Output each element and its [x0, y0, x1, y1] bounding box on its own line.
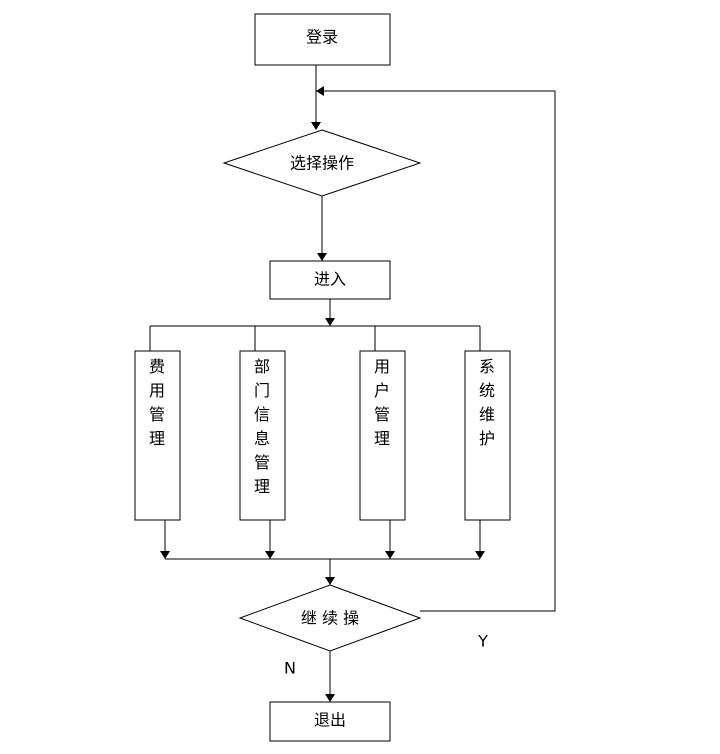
login-label: 登录 — [306, 28, 338, 47]
yes-label: Y — [477, 632, 488, 651]
merge-arrowhead-3 — [385, 551, 395, 559]
arrowhead-continue — [325, 577, 335, 585]
module-label-system-maintenance: 系统维护 — [479, 357, 495, 448]
module-box-user-management — [359, 350, 406, 521]
login-box — [254, 13, 391, 66]
merge-arrowhead-1 — [160, 551, 170, 559]
exit-label: 退出 — [314, 711, 346, 730]
enter-box — [269, 260, 391, 300]
arrowhead-choose — [311, 122, 321, 130]
merge-arrowhead-2 — [265, 551, 275, 559]
continue-label: 继 续 操 — [301, 609, 359, 628]
module-label-user-management: 用户管理 — [374, 357, 390, 448]
yes-loop-connector — [316, 90, 556, 612]
arrowhead-enter — [317, 253, 327, 261]
exit-box — [269, 701, 391, 742]
merge-arrowhead-4 — [475, 551, 485, 559]
module-label-fee-management: 费用管理 — [149, 357, 165, 448]
choose-operation-label: 选择操作 — [290, 154, 354, 173]
module-box-fee-management — [134, 350, 181, 521]
enter-label: 进入 — [314, 270, 346, 289]
arrowhead-exit — [325, 694, 335, 702]
module-label-department-management: 部门信息管理 — [254, 357, 270, 496]
arrowhead-branch — [325, 318, 335, 326]
no-label: N — [284, 659, 296, 678]
module-box-system-maintenance — [464, 350, 511, 521]
module-box-department-management — [239, 350, 286, 521]
